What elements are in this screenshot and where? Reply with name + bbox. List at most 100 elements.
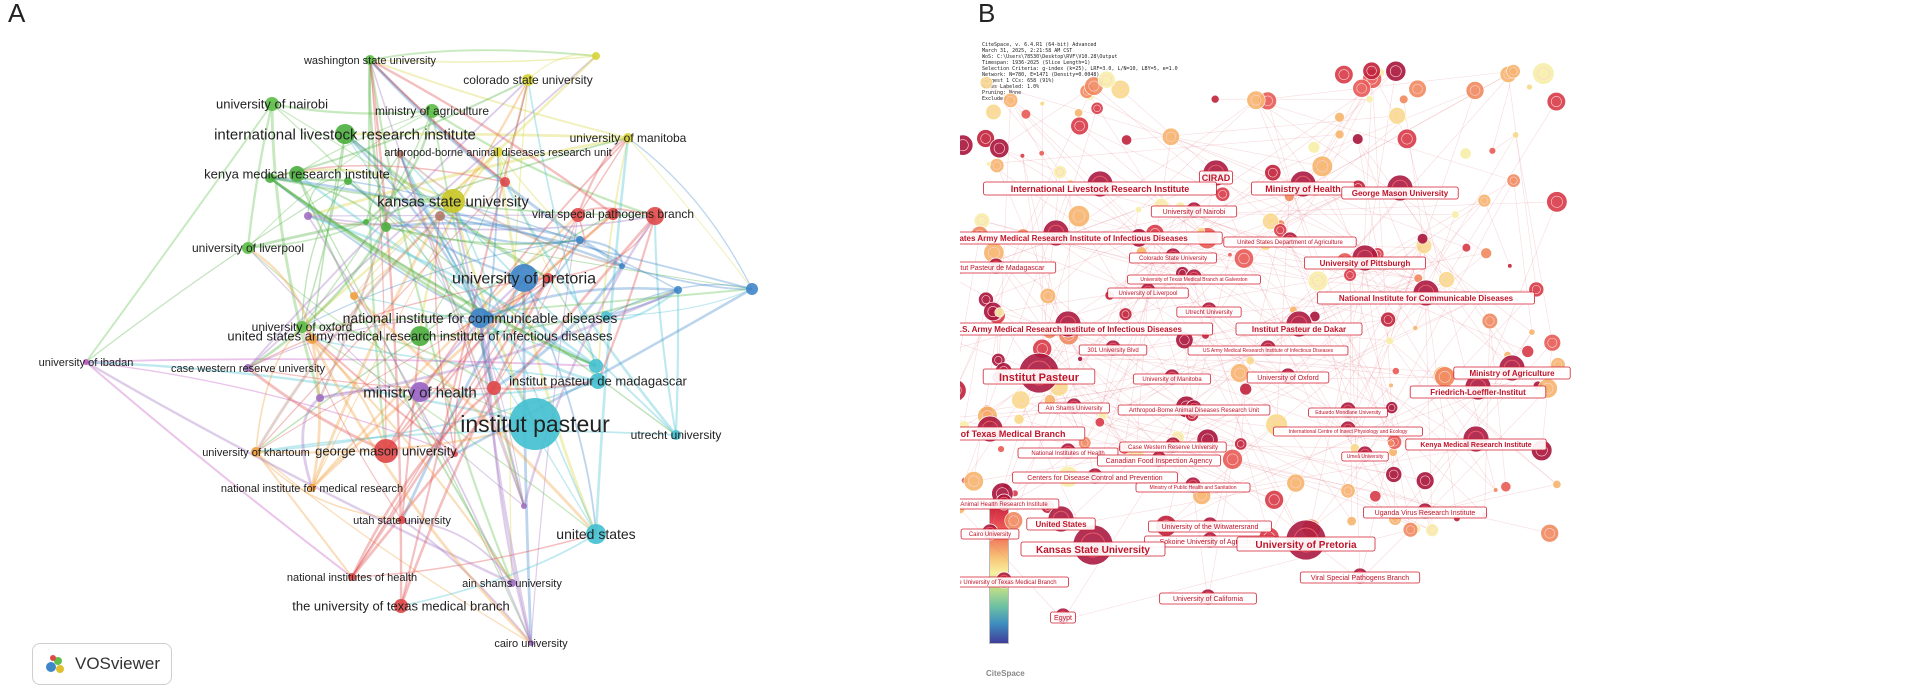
network-link: [365, 137, 629, 223]
network-link: [1079, 125, 1223, 195]
network-link: [1492, 71, 1514, 151]
node-ring: [1142, 285, 1154, 297]
metadata-line: WoS: C:\Users\78530\Desktop\RVF\V10.28\O…: [982, 54, 1118, 60]
node-ring: [1204, 519, 1216, 531]
network-link: [621, 265, 753, 291]
network-link: [1018, 350, 1269, 420]
network-link: [960, 234, 980, 355]
network-node: [1230, 363, 1250, 383]
network-link: [85, 180, 349, 363]
network-link: [981, 220, 1183, 274]
node-ring: [1089, 470, 1101, 482]
network-link: [1395, 484, 1557, 520]
node-ring: [1391, 179, 1409, 197]
node-ring: [1406, 525, 1415, 535]
network-link: [1515, 134, 1553, 343]
node-ring: [1356, 83, 1367, 94]
network-link: [1166, 392, 1446, 527]
network-link: [439, 215, 525, 507]
label-box: [1150, 205, 1238, 218]
node-ring: [996, 487, 1009, 500]
label-united-states-department-of-agriculture: United States Department of Agriculture: [1237, 240, 1343, 246]
network-link: [1022, 155, 1069, 477]
network-link: [963, 252, 995, 427]
label-kansas-state-university: Kansas State University: [1036, 545, 1150, 556]
metadata-line: March 31, 2025, 2:21:58 AM CST: [982, 48, 1073, 54]
network-link: [1200, 180, 1217, 232]
network-link: [247, 220, 367, 250]
network-node: [1070, 116, 1089, 136]
network-node: [1434, 366, 1456, 388]
network-link: [1126, 115, 1398, 141]
network-link: [960, 235, 1024, 381]
label-viral-special-pathogens-branch: Viral Special Pathogens Branch: [1311, 575, 1409, 582]
label-box: [1316, 291, 1535, 305]
network-node: [1284, 191, 1295, 202]
node-university-of-california: [1199, 588, 1217, 606]
network-link: [307, 214, 597, 367]
node-ring: [1052, 510, 1070, 528]
network-link: [547, 215, 656, 279]
network-link: [269, 177, 387, 228]
network-link: [1018, 334, 1069, 420]
network-link: [1305, 265, 1366, 549]
node-ring: [1389, 65, 1402, 78]
network-link: [347, 180, 525, 280]
node-ring: [1509, 67, 1518, 76]
network-link: [401, 519, 532, 644]
network-link: [1192, 488, 1209, 602]
label-box: [1107, 287, 1189, 299]
network-node: [1222, 449, 1243, 470]
network-link: [1042, 187, 1359, 350]
node-university-of-khartoum: [251, 447, 261, 457]
network-node: [1210, 94, 1220, 104]
network-node: [1019, 153, 1026, 159]
node-cairo-university: [528, 640, 534, 646]
node-university-of-manitoba: [1163, 368, 1181, 386]
network-link: [547, 277, 597, 367]
node-ring: [1153, 453, 1165, 465]
network-link: [1138, 237, 1307, 549]
node-ring: [1250, 94, 1262, 106]
network-link: [301, 326, 495, 389]
network-link: [1344, 260, 1485, 297]
node-ring: [1509, 176, 1518, 185]
network-link: [1041, 172, 1061, 349]
network-link: [1047, 99, 1257, 297]
network-node: [1286, 473, 1306, 493]
network-node: [1118, 441, 1132, 455]
network-node: [1411, 523, 1422, 534]
network-node: [1334, 129, 1345, 140]
network-link: [1511, 364, 1559, 377]
network-link: [350, 387, 495, 578]
network-node: [991, 370, 1005, 384]
node-ring: [981, 410, 994, 422]
node-ring: [1262, 342, 1274, 354]
network-link: [1293, 238, 1423, 311]
network-node: [1175, 331, 1194, 350]
node-case-western-reserve-university: [1164, 436, 1182, 454]
node-ring: [1550, 96, 1562, 107]
label-eduardo-mondlane-university: Eduardo Mondlane University: [1315, 410, 1381, 416]
network-link: [319, 389, 421, 399]
metadata-line: Timespan: 1936-2025 (Slice Length=1): [982, 60, 1091, 66]
network-link: [1172, 448, 1485, 515]
node-ring: [1366, 73, 1378, 85]
node-ring: [1053, 381, 1065, 393]
network-link: [254, 214, 442, 453]
network-link: [497, 151, 581, 241]
network-link: [1112, 206, 1181, 353]
network-link: [960, 508, 1064, 621]
label-international-centre-of-insect-physiology-and-ecology: International Centre of Insect Physiolog…: [1289, 429, 1408, 435]
node-ring: [1417, 284, 1435, 302]
network-link: [311, 338, 599, 382]
label-institut-pasteur-de-dakar: Institut Pasteur de Dakar: [1252, 325, 1346, 334]
vosviewer-badge-text: VOSviewer: [75, 654, 161, 673]
node-ring: [1265, 216, 1276, 227]
network-node: [1432, 365, 1454, 387]
node-ring: [1165, 131, 1176, 142]
network-link: [497, 151, 597, 367]
network-link: [996, 315, 1085, 444]
network-node: [1043, 394, 1056, 407]
